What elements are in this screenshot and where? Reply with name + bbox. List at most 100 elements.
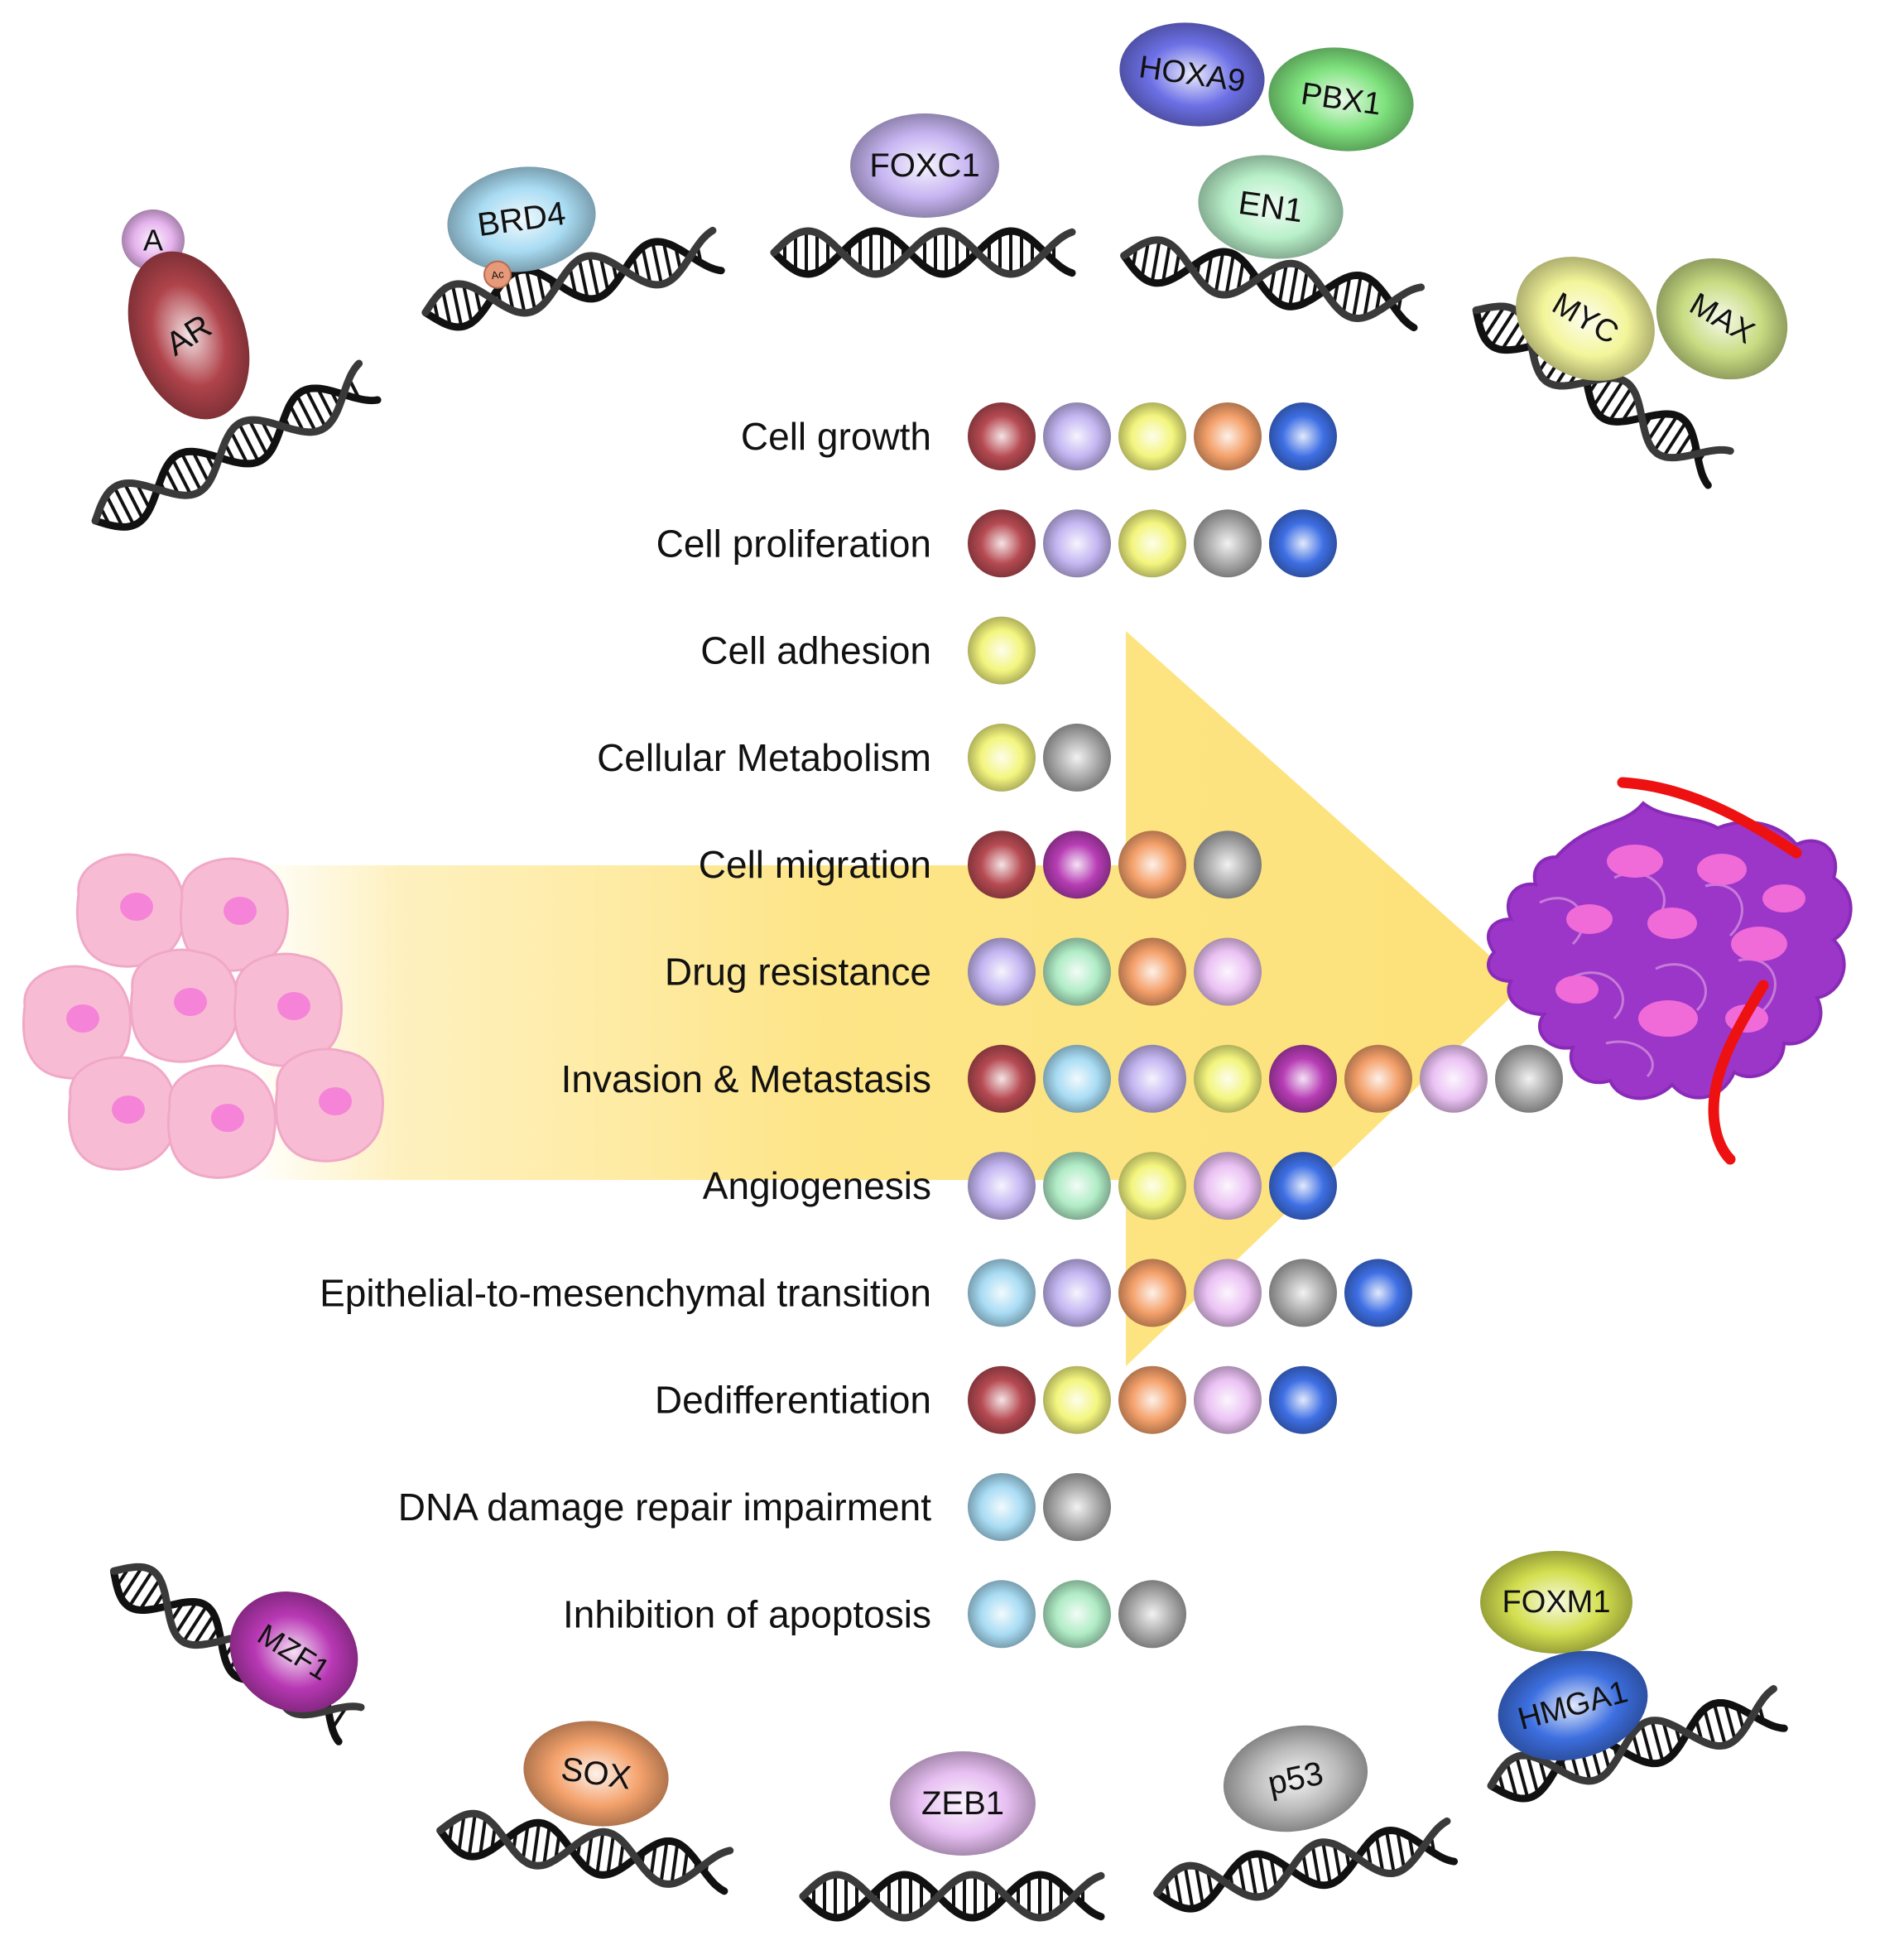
- tf-label: FOXM1: [1503, 1585, 1611, 1620]
- tf-label: ZEB1: [921, 1785, 1004, 1822]
- dna-helix: [436, 1809, 734, 1895]
- tf-pbx1: PBX1: [1268, 47, 1414, 152]
- process-row: Inhibition of apoptosis: [563, 1580, 1186, 1649]
- association-dot-zeb1: [1194, 937, 1262, 1006]
- association-dot-myc: [968, 723, 1036, 792]
- association-dot-brd4: [968, 1580, 1036, 1649]
- dna-helix: [799, 1871, 1105, 1922]
- association-dot-pbx1-en1: [1043, 937, 1111, 1006]
- process-row: Cellular Metabolism: [597, 723, 1111, 792]
- process-row: Invasion & Metastasis: [561, 1044, 1563, 1113]
- association-dot-foxc1: [1043, 402, 1111, 470]
- association-dot-sox: [1194, 402, 1262, 470]
- process-label: Angiogenesis: [703, 1164, 931, 1207]
- association-dot-p53: [1269, 1259, 1337, 1327]
- process-label: Cell growth: [741, 415, 931, 458]
- normal-cell: [22, 965, 132, 1080]
- normal-cell: [274, 1047, 384, 1163]
- acetyl-mark-label: Ac: [490, 267, 505, 282]
- process-label: Cell migration: [699, 843, 931, 886]
- association-dot-foxc1: [1043, 509, 1111, 578]
- association-dot-zeb1: [1194, 1152, 1262, 1221]
- tf-en1: EN1: [1198, 155, 1344, 259]
- association-dot-p53: [1043, 723, 1111, 792]
- dna-helix: [1120, 236, 1426, 332]
- association-dot-myc: [1118, 1152, 1186, 1221]
- tumor-illustration: [1486, 777, 1853, 1165]
- process-label: Drug resistance: [665, 951, 931, 994]
- process-label: Cell proliferation: [656, 522, 931, 565]
- association-dot-mzf1: [1269, 1044, 1337, 1113]
- normal-cell: [129, 948, 239, 1063]
- process-row: DNA damage repair impairment: [398, 1473, 1111, 1541]
- association-dot-ar: [968, 1365, 1036, 1434]
- association-dot-hmga1: [1269, 509, 1337, 578]
- association-dot-p53: [1495, 1044, 1563, 1113]
- tf-myc: MYC: [1516, 257, 1655, 381]
- tf-hmga1: HMGA1: [1498, 1650, 1648, 1761]
- association-dot-hmga1: [1269, 1365, 1337, 1434]
- process-label: Epithelial-to-mesenchymal transition: [320, 1271, 931, 1314]
- process-label: Cell adhesion: [700, 629, 931, 672]
- association-dot-ar: [968, 402, 1036, 470]
- tf-ar: AR: [127, 251, 250, 420]
- association-dot-brd4: [968, 1473, 1036, 1541]
- normal-cells-illustration: [22, 853, 384, 1179]
- association-dot-myc: [1118, 509, 1186, 578]
- tf-zeb1: ZEB1: [890, 1751, 1036, 1856]
- dna-helix: [1153, 1817, 1459, 1913]
- association-dot-zeb1: [1194, 1365, 1262, 1434]
- process-row: Angiogenesis: [703, 1152, 1337, 1221]
- normal-cell: [67, 1056, 177, 1171]
- association-dot-foxc1: [968, 937, 1036, 1006]
- process-label: Invasion & Metastasis: [561, 1057, 931, 1100]
- dna-helix: [421, 226, 725, 331]
- association-dot-sox: [1118, 1365, 1186, 1434]
- association-dot-brd4: [968, 1259, 1036, 1327]
- association-dot-p53: [1118, 1580, 1186, 1649]
- association-dot-pbx1-en1: [1043, 1152, 1111, 1221]
- process-row: Epithelial-to-mesenchymal transition: [320, 1259, 1412, 1327]
- process-row: Drug resistance: [665, 937, 1262, 1006]
- association-dot-p53: [1194, 509, 1262, 578]
- tf-max: MAX: [1656, 258, 1788, 380]
- association-dot-hmga1: [1269, 402, 1337, 470]
- association-dot-myc: [1194, 1044, 1262, 1113]
- process-label: DNA damage repair impairment: [398, 1486, 931, 1529]
- dna-helix: [770, 227, 1076, 278]
- association-dot-sox: [1118, 1259, 1186, 1327]
- normal-cell: [75, 853, 185, 968]
- process-label: Inhibition of apoptosis: [563, 1592, 931, 1635]
- tf-foxc1: FOXC1: [850, 113, 999, 218]
- process-row: Cell growth: [741, 402, 1337, 470]
- association-dot-zeb1: [1420, 1044, 1488, 1113]
- association-dot-sox: [1344, 1044, 1412, 1113]
- association-dot-myc: [968, 616, 1036, 685]
- tf-hoxa9: HOXA9: [1119, 22, 1265, 127]
- tf-label: EN1: [1236, 185, 1305, 229]
- acetyl-mark: Ac: [483, 260, 512, 289]
- association-dot-myc: [1118, 402, 1186, 470]
- association-dot-foxc1: [968, 1152, 1036, 1221]
- normal-cell: [166, 1064, 276, 1179]
- association-dot-p53: [1194, 831, 1262, 899]
- process-row: Dedifferentiation: [655, 1365, 1337, 1434]
- association-dot-zeb1: [1194, 1259, 1262, 1327]
- association-dot-sox: [1118, 937, 1186, 1006]
- association-dot-sox: [1118, 831, 1186, 899]
- association-dot-pbx1-en1: [1043, 1580, 1111, 1649]
- tf-foxm1: FOXM1: [1480, 1551, 1632, 1654]
- association-dot-myc: [1043, 1365, 1111, 1434]
- tf-mzf1: MZF1: [229, 1591, 358, 1712]
- tf-sox: SOX: [523, 1721, 669, 1827]
- association-dot-ar: [968, 509, 1036, 578]
- process-row: Cell migration: [699, 831, 1262, 899]
- association-dot-mzf1: [1043, 831, 1111, 899]
- normal-cell: [233, 952, 343, 1067]
- dna-helix: [91, 359, 382, 531]
- association-dot-brd4: [1043, 1044, 1111, 1113]
- association-dot-hmga1: [1344, 1259, 1412, 1327]
